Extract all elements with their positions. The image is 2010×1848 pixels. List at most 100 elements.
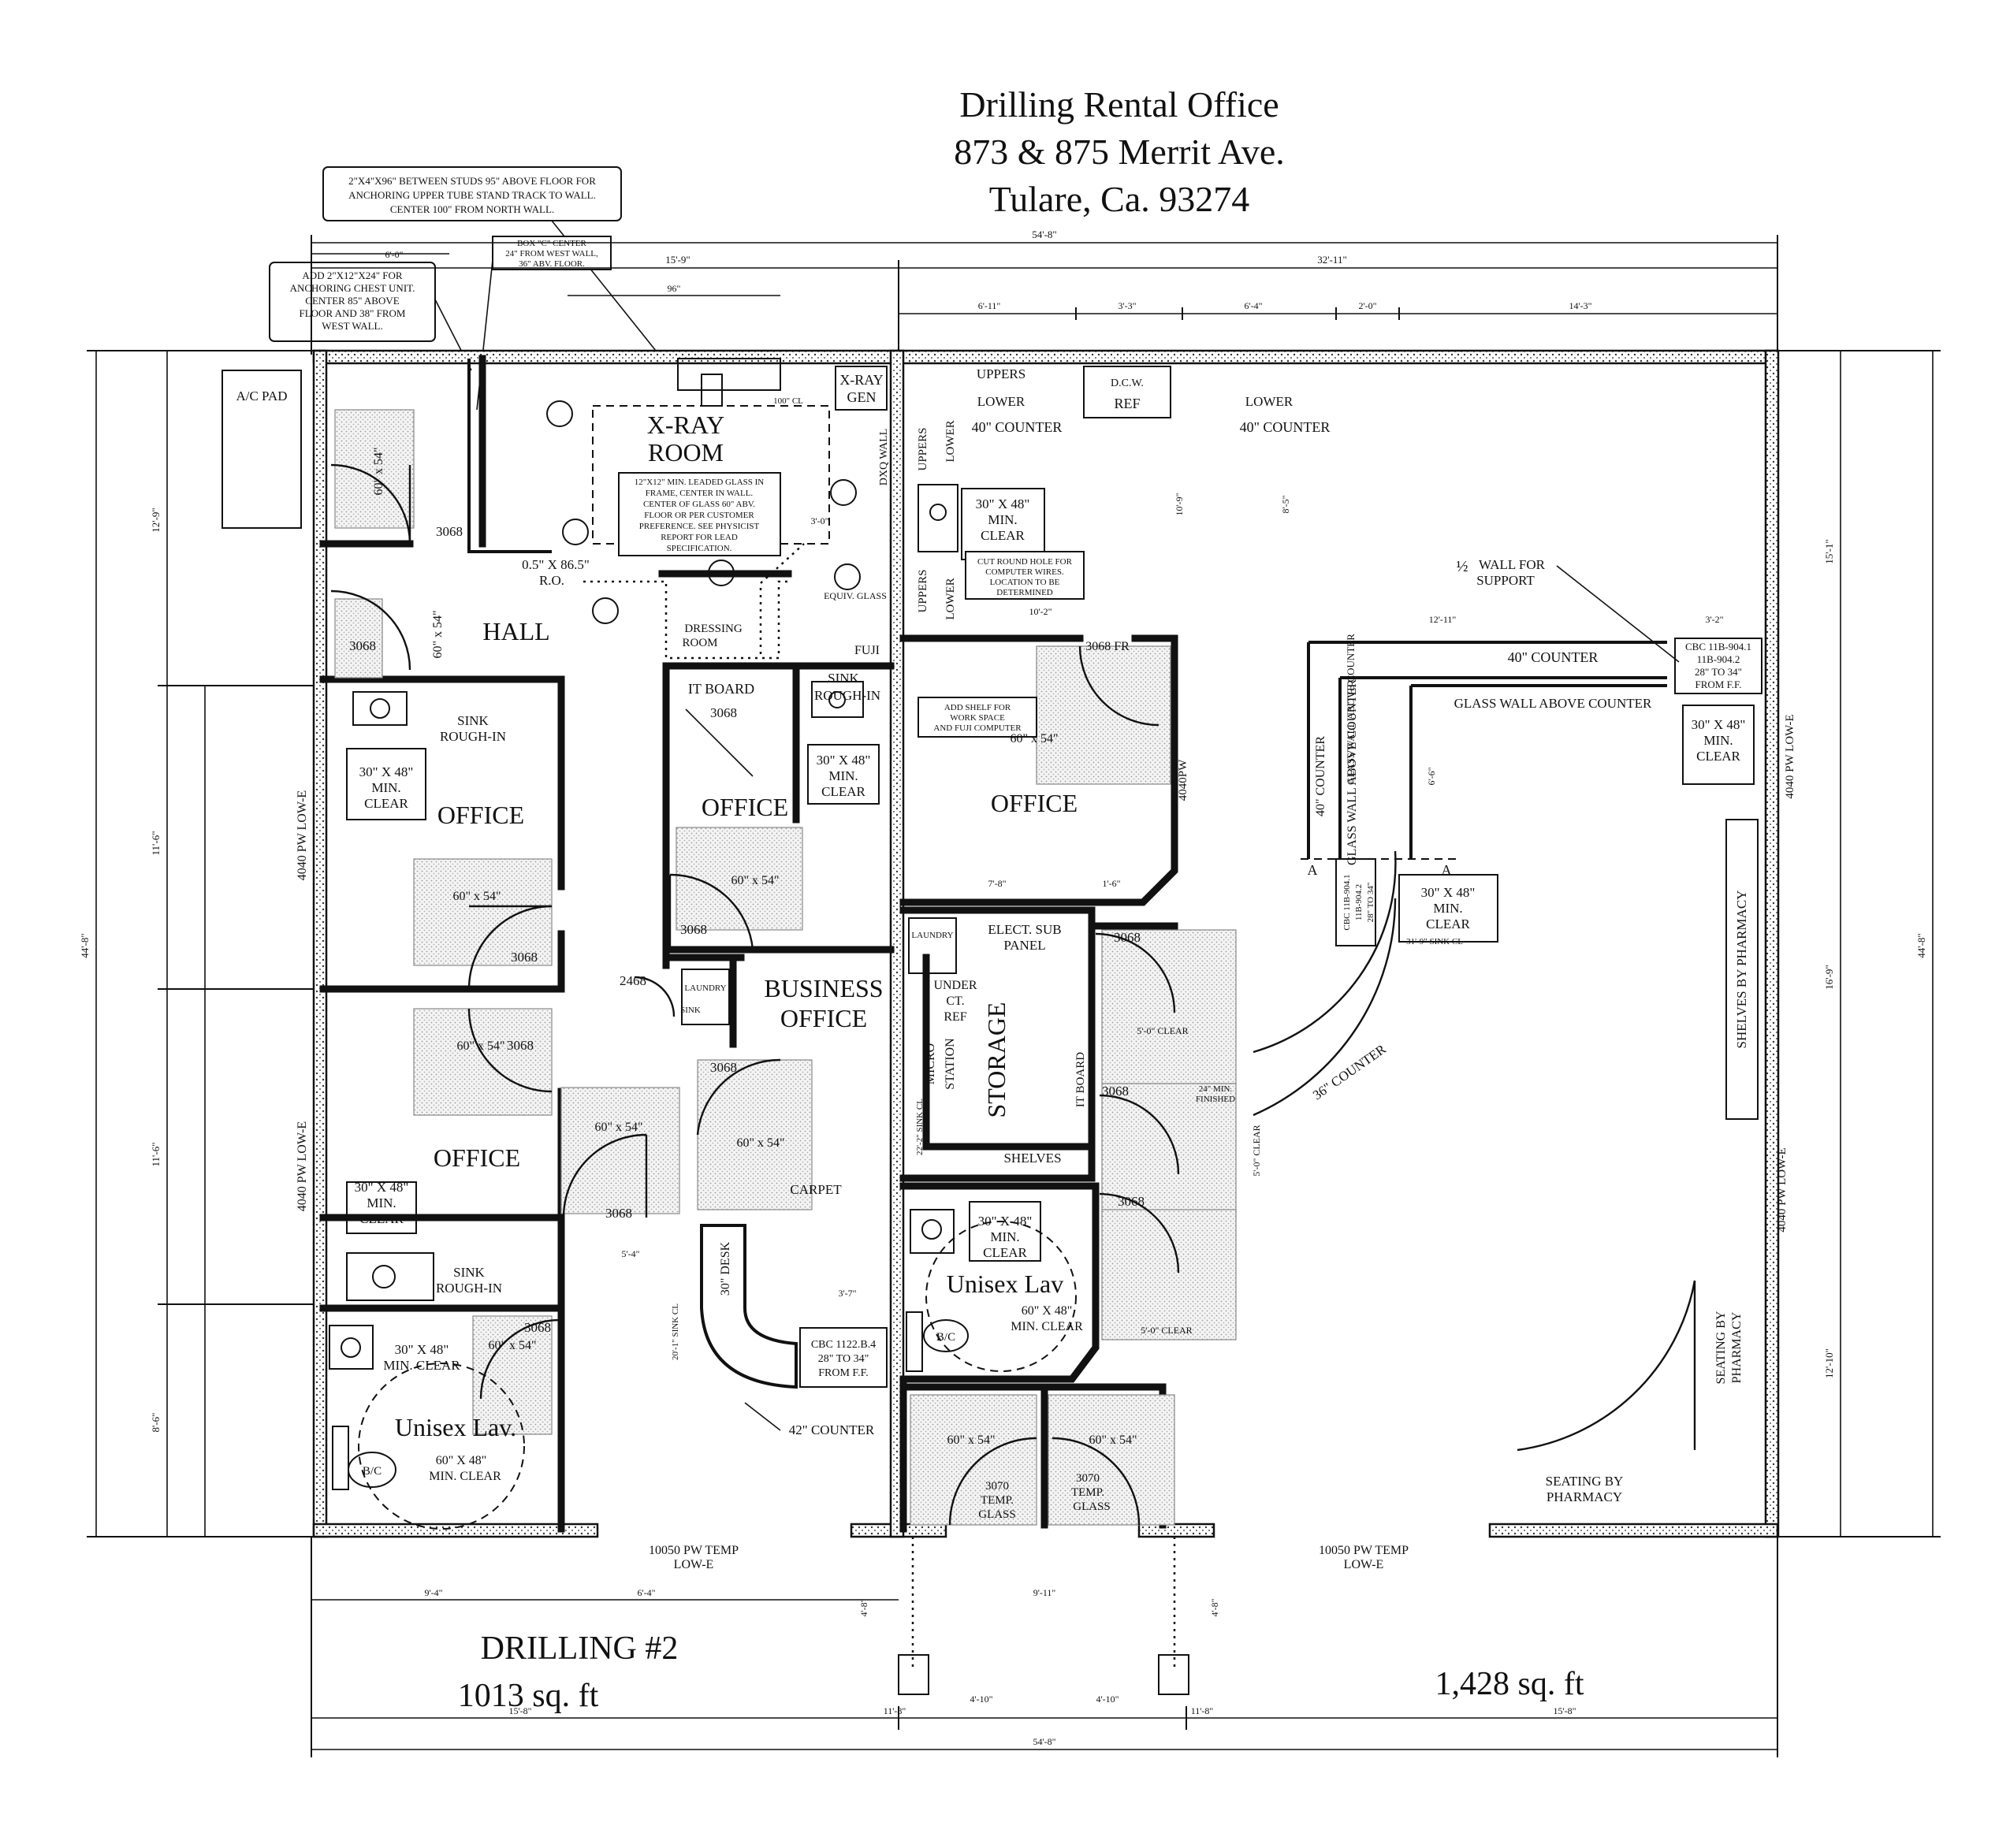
left-dimensions: 44'-8" 12'-9" 11'-6" 11'-6" 8'-6" [79,350,315,1538]
svg-text:LOWER: LOWER [1245,394,1293,409]
svg-text:10050 PW TEMP: 10050 PW TEMP [649,1544,739,1557]
svg-text:GLASS WALL ABOVE COUNTER: GLASS WALL ABOVE COUNTER [1346,679,1359,865]
svg-text:3070: 3070 [985,1480,1009,1493]
center-offices: IT BOARD SINK ROUGH-IN 30" X 48" MIN. CL… [680,671,888,1437]
svg-text:2468: 2468 [620,973,646,988]
storage-room: ELECT. SUB PANEL LAUNDRY UNDER CT. REF M… [908,917,1087,1166]
svg-text:LOW-E: LOW-E [674,1558,714,1571]
svg-text:MIN.: MIN. [1433,901,1462,916]
svg-text:11'-6": 11'-6" [150,1143,162,1167]
svg-text:B/C: B/C [936,1331,955,1344]
svg-text:30" X 48": 30" X 48" [978,1214,1033,1229]
svg-text:ANCHORING UPPER TUBE STAND TRA: ANCHORING UPPER TUBE STAND TRACK TO WALL… [348,189,596,201]
room-label-office-c: OFFICE [702,793,788,821]
title-line-3: Tulare, Ca. 93274 [989,179,1250,219]
svg-text:6'-4": 6'-4" [1244,300,1262,311]
room-label-lav-left: Unisex Lav. [395,1413,516,1441]
svg-text:3068: 3068 [507,1038,534,1053]
svg-text:30" X 48": 30" X 48" [395,1342,449,1357]
svg-text:30" X 48": 30" X 48" [1692,717,1746,732]
svg-text:9'-4": 9'-4" [424,1587,442,1598]
svg-text:PHARMACY: PHARMACY [1547,1489,1622,1504]
svg-text:FRAME, CENTER IN WALL.: FRAME, CENTER IN WALL. [646,489,754,498]
svg-text:3068: 3068 [1102,1084,1129,1099]
svg-text:3'-2": 3'-2" [1705,614,1723,625]
svg-text:22'-2" SINK CL: 22'-2" SINK CL [915,1099,925,1155]
svg-text:30" X 48": 30" X 48" [1421,885,1476,900]
svg-text:12'-9": 12'-9" [150,508,162,532]
svg-text:12'-11": 12'-11" [1429,614,1457,625]
svg-text:30" X 48": 30" X 48" [355,1180,409,1195]
svg-text:3068: 3068 [710,705,737,720]
top-dimensions: 54'-8" 15'-9" 32'-11" 6'-0" 96" 6'-11" 3… [311,229,1778,355]
svg-text:GLASS WALL ABOVE COUNTER: GLASS WALL ABOVE COUNTER [1345,634,1357,785]
svg-text:6'-11": 6'-11" [978,300,1001,311]
svg-text:24" FROM WEST WALL,: 24" FROM WEST WALL, [505,249,598,258]
svg-text:20'-1" SINK CL: 20'-1" SINK CL [671,1303,680,1360]
svg-text:R.O.: R.O. [539,573,564,588]
svg-text:AND FUJI COMPUTER: AND FUJI COMPUTER [933,723,1022,733]
title-block: Drilling Rental Office 873 & 875 Merrit … [954,84,1284,219]
svg-text:WORK SPACE: WORK SPACE [950,713,1005,723]
svg-text:WALL FOR: WALL FOR [1479,557,1546,572]
svg-text:4'-8": 4'-8" [1209,1598,1220,1616]
svg-text:3068: 3068 [436,524,463,539]
svg-text:5'-0" CLEAR: 5'-0" CLEAR [1251,1125,1262,1176]
svg-text:CUT ROUND HOLE FOR: CUT ROUND HOLE FOR [977,557,1073,567]
svg-text:7'-8": 7'-8" [988,878,1006,889]
pharmacy-area: ½ WALL FOR SUPPORT 12'-11" 3'-2" 40" COU… [1301,557,1796,1504]
svg-text:PREFERENCE. SEE PHYSICIST: PREFERENCE. SEE PHYSICIST [639,522,760,531]
svg-text:PHARMACY: PHARMACY [1730,1311,1744,1383]
svg-text:ROOM: ROOM [682,637,717,649]
svg-text:11B-904.2: 11B-904.2 [1697,653,1740,665]
svg-text:CENTER OF GLASS 60" ABV.: CENTER OF GLASS 60" ABV. [643,500,755,509]
svg-text:MICRO: MICRO [924,1043,937,1084]
svg-text:60" x 54": 60" x 54" [372,447,385,495]
clearance-areas [334,409,1237,1526]
svg-text:SINK: SINK [457,713,489,728]
svg-text:SUPPORT: SUPPORT [1476,573,1535,588]
svg-text:60" x 54": 60" x 54" [731,874,779,887]
svg-text:3'-3": 3'-3" [1118,300,1136,311]
svg-text:BOX "C" CENTER: BOX "C" CENTER [517,239,586,248]
svg-text:LOW-E: LOW-E [1344,1558,1384,1571]
svg-text:MIN.: MIN. [1703,733,1733,748]
bottom-dimensions: 9'-4" 6'-4" 15'-8" 11'-8" 4'-10" 4'-10" … [311,1537,1778,1757]
svg-text:60" x 54": 60" x 54" [488,1339,536,1352]
svg-text:CLEAR: CLEAR [359,1211,404,1226]
svg-text:28" TO 34": 28" TO 34" [1366,883,1375,923]
svg-text:CENTER 100" FROM NORTH WALL.: CENTER 100" FROM NORTH WALL. [390,203,554,215]
svg-text:60" x 54": 60" x 54" [456,1039,504,1053]
svg-text:SPECIFICATION.: SPECIFICATION. [667,544,732,553]
svg-text:3068: 3068 [605,1206,632,1221]
svg-text:MIN. CLEAR: MIN. CLEAR [1011,1320,1083,1333]
room-label-office-a: OFFICE [437,801,524,829]
svg-text:UPPERS: UPPERS [917,569,929,612]
svg-text:MIN.: MIN. [828,768,858,783]
svg-text:4040PW: 4040PW [1177,759,1189,801]
svg-text:FROM F.F.: FROM F.F. [1695,679,1742,690]
svg-text:3068: 3068 [349,638,376,653]
svg-text:CLEAR: CLEAR [1696,749,1740,764]
svg-text:UPPERS: UPPERS [977,366,1025,381]
svg-text:UNDER: UNDER [933,979,977,992]
svg-text:CLEAR: CLEAR [983,1245,1027,1260]
svg-text:FINISHED: FINISHED [1196,1095,1235,1104]
svg-text:0.5" X 86.5": 0.5" X 86.5" [522,557,590,572]
svg-text:X-RAY: X-RAY [839,372,883,388]
svg-text:3'-0": 3'-0" [810,515,828,526]
svg-text:IT BOARD: IT BOARD [688,681,754,697]
svg-text:GLASS: GLASS [978,1508,1016,1521]
svg-text:3068: 3068 [524,1320,551,1335]
svg-text:CBC 1122.B.4: CBC 1122.B.4 [811,1339,876,1351]
svg-text:CARPET: CARPET [790,1182,842,1197]
svg-text:28" TO 34": 28" TO 34" [1695,666,1742,678]
exterior-walls [312,349,1780,1538]
svg-text:11'-8": 11'-8" [1191,1705,1214,1716]
svg-text:IT BOARD: IT BOARD [1074,1052,1087,1107]
svg-text:SHELVES BY PHARMACY: SHELVES BY PHARMACY [1734,891,1749,1049]
svg-text:FROM F.F.: FROM F.F. [818,1367,869,1379]
svg-text:4040 PW LOW-E: 4040 PW LOW-E [296,1121,309,1211]
room-label-storage: STORAGE [982,1002,1011,1118]
door-swings [330,463,1696,1526]
